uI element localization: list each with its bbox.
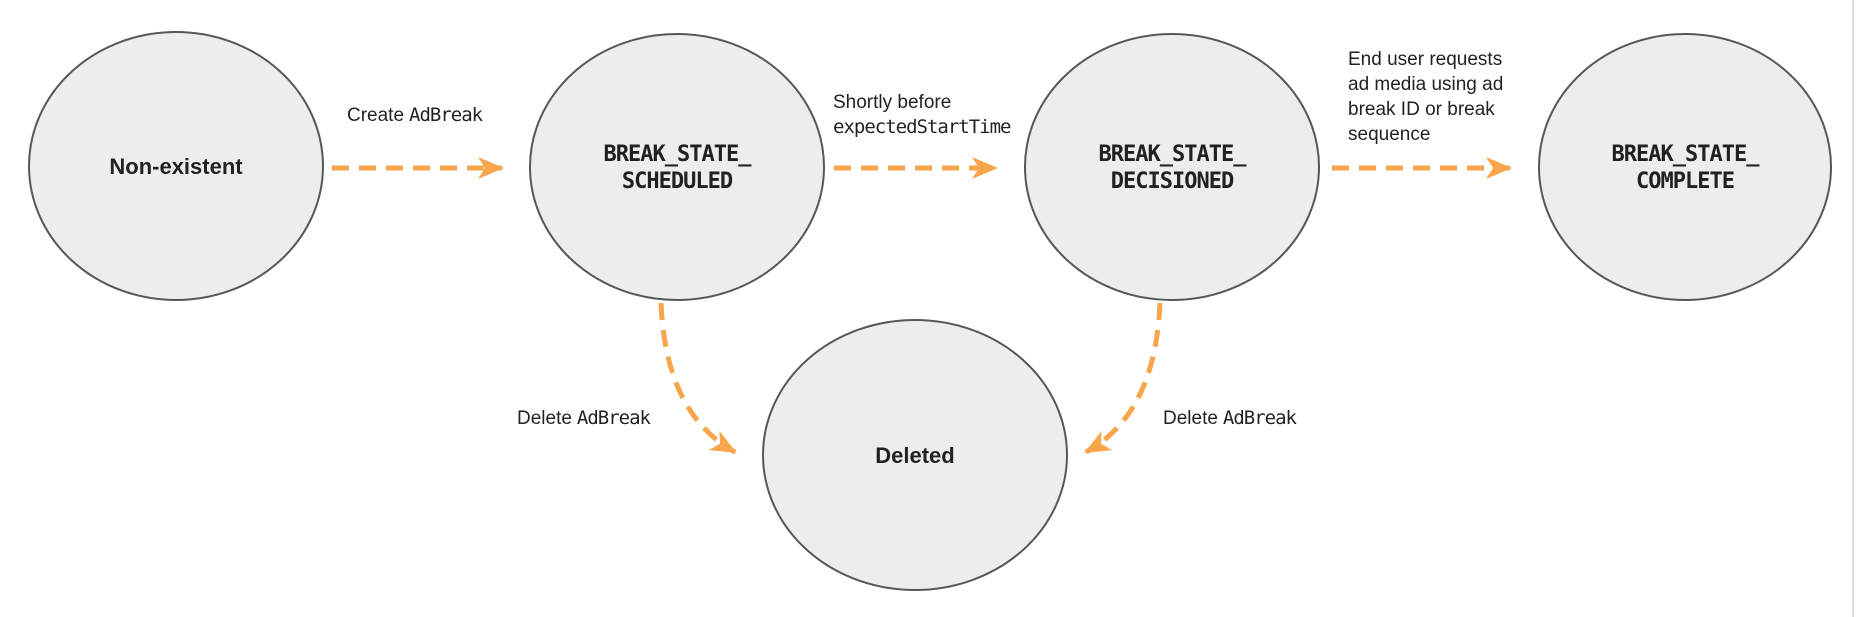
node-label-deleted: Deleted bbox=[875, 443, 955, 468]
state-node-break-state-decisioned bbox=[1024, 33, 1320, 301]
edge-label-shortly-before: Shortly before expectedStartTime bbox=[833, 92, 1011, 138]
node-label-break-state-decisioned: BREAK_STATE_ DECISIONED bbox=[1098, 142, 1247, 194]
node-label-break-state-scheduled: BREAK_STATE_ SCHEDULED bbox=[603, 142, 752, 194]
state-node-non-existent bbox=[28, 31, 324, 301]
edge-arrow-delete-adbreak-left bbox=[658, 302, 737, 455]
state-node-break-state-complete bbox=[1538, 33, 1832, 301]
state-node-deleted bbox=[762, 319, 1068, 591]
node-label-non-existent: Non-existent bbox=[109, 154, 243, 179]
page-right-border bbox=[1852, 0, 1854, 617]
edge-label-end-user-requests: End user requests ad media using ad brea… bbox=[1348, 49, 1504, 145]
edge-arrow-delete-adbreak-right bbox=[1084, 302, 1163, 455]
node-label-break-state-complete: BREAK_STATE_ COMPLETE bbox=[1611, 142, 1760, 194]
state-node-break-state-scheduled bbox=[529, 33, 825, 301]
